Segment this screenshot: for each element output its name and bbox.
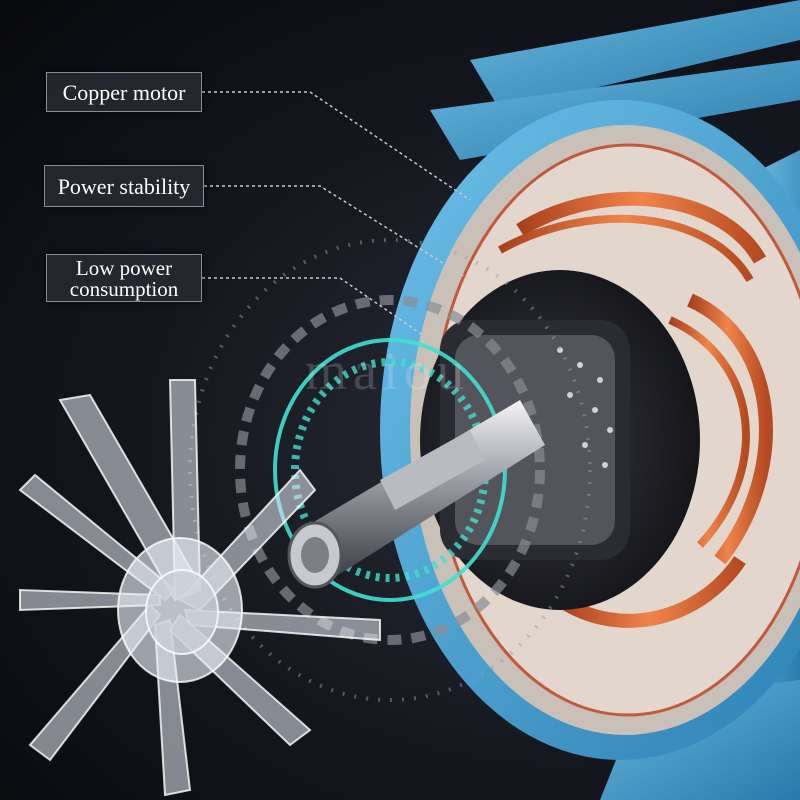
callout-copper-motor: Copper motor: [46, 72, 202, 112]
rotor-assembly: [420, 270, 700, 610]
callout-power-stability: Power stability: [44, 165, 204, 207]
callout-label-line2: consumption: [69, 277, 179, 301]
callout-leaders: [202, 91, 471, 341]
callout-label: Power stability: [57, 174, 191, 199]
callout-label-line1: Low power: [75, 256, 173, 280]
callout-label: Copper motor: [62, 80, 186, 105]
watermark: maiou: [305, 341, 470, 401]
transparent-fan: [18, 379, 381, 797]
motor-shaft: [287, 400, 545, 589]
callout-low-power-consumption: Low power consumption: [46, 254, 202, 302]
